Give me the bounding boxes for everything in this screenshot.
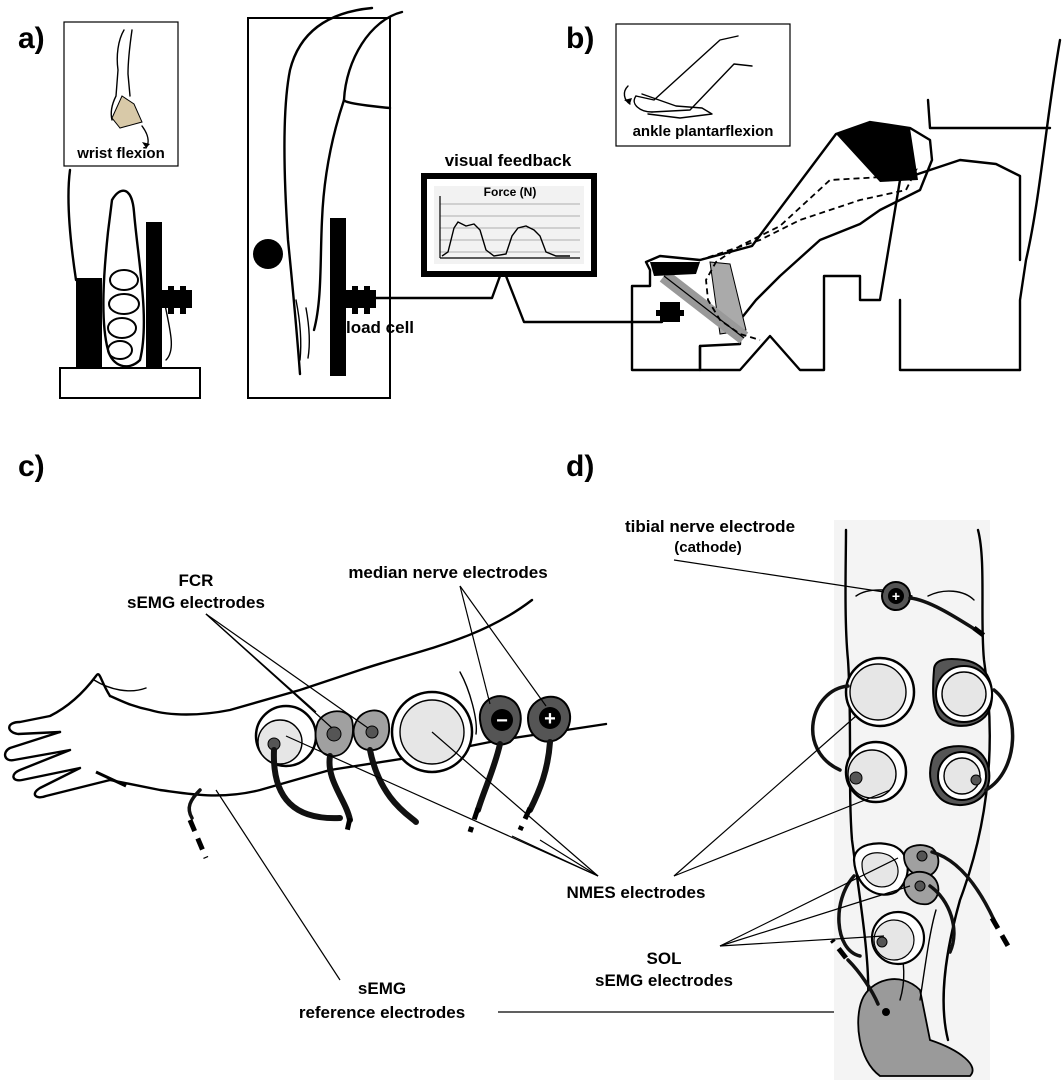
wrist-flexion-inset: wrist flexion: [64, 22, 178, 166]
panel-a-label: a): [18, 22, 45, 55]
panel-a: a) wrist flexion: [18, 8, 414, 398]
fcr-semg-electrode-3: [354, 710, 390, 750]
panel-d: d) +: [566, 450, 1013, 1080]
visual-feedback-monitor: visual feedback Force (N): [376, 151, 662, 322]
panel-b: b) ankle plantarflexion: [566, 22, 1060, 370]
median-nerve-electrode-plus: +: [528, 697, 570, 742]
fcr-label-line1: FCR: [179, 571, 214, 590]
minus-symbol: −: [496, 710, 508, 732]
tibial-nerve-electrode: +: [882, 582, 910, 610]
panel-d-label: d): [566, 450, 594, 483]
forearm-drawing: [5, 600, 606, 797]
nmes-label: NMES electrodes: [567, 883, 706, 902]
nmes-electrode-calf-4: [930, 746, 989, 805]
median-nerve-electrode-minus: −: [480, 696, 521, 744]
tibial-label-line1: tibial nerve electrode: [625, 517, 795, 536]
nmes-electrode-calf-2: [933, 659, 992, 726]
tibial-plus-symbol: +: [892, 588, 900, 604]
sol-label-line1: SOL: [647, 949, 682, 968]
load-cell-label: load cell: [346, 318, 414, 337]
load-cell-icon-3: [656, 302, 684, 322]
panel-b-label: b): [566, 22, 594, 55]
median-nerve-label: median nerve electrodes: [348, 563, 547, 582]
ankle-plantarflexion-inset: ankle plantarflexion: [616, 24, 790, 146]
nmes-electrode-calf-3: [846, 742, 906, 802]
sol-label-line2: sEMG electrodes: [595, 971, 733, 990]
force-axis-title: Force (N): [484, 185, 537, 199]
panel-c-leader-lines: [206, 586, 886, 1012]
reference-label-line1: sEMG: [358, 979, 406, 998]
plus-symbol: +: [544, 708, 556, 730]
fcr-label-line2: sEMG electrodes: [127, 593, 265, 612]
wrist-flexion-label: wrist flexion: [76, 145, 165, 162]
reference-label-line2: reference electrodes: [299, 1003, 465, 1022]
nmes-electrode-calf-1: [846, 658, 914, 726]
tibial-label-line2: (cathode): [674, 539, 742, 556]
arm-frame: load cell: [248, 8, 414, 398]
visual-feedback-title: visual feedback: [445, 151, 572, 170]
hand-dynamometer-device: [60, 170, 200, 398]
ankle-plantarflexion-label: ankle plantarflexion: [633, 123, 774, 140]
panel-c-label: c): [18, 450, 45, 483]
